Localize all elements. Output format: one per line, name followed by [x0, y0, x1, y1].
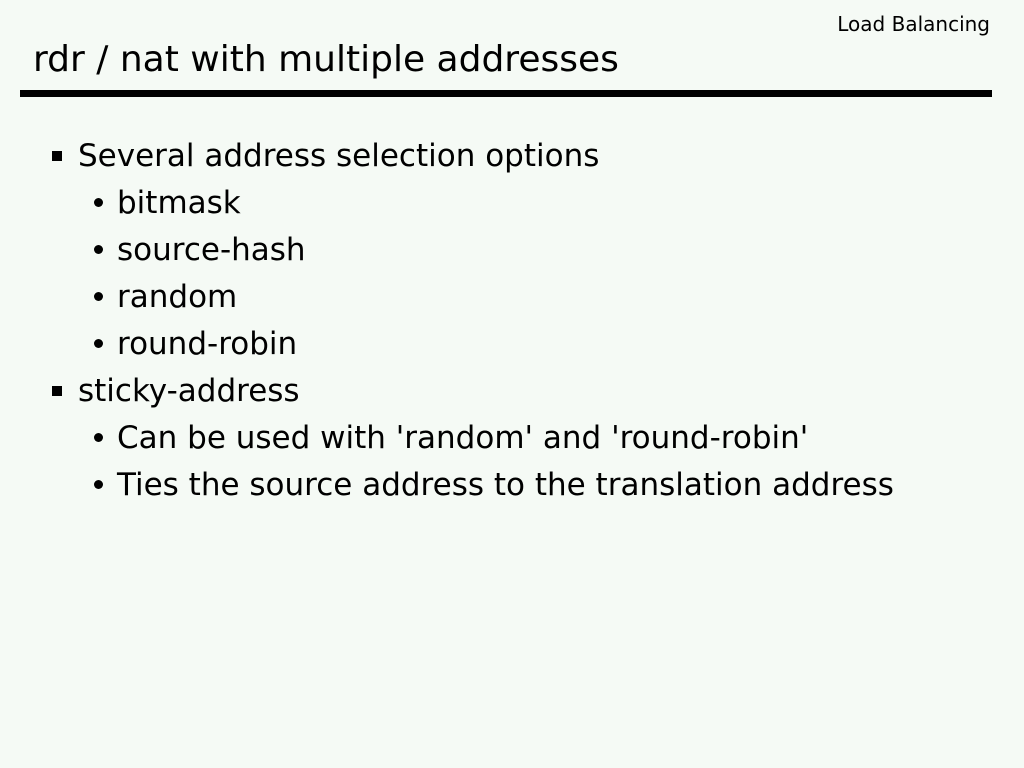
dot-bullet-icon [94, 198, 103, 207]
bullet-list: Several address selection options bitmas… [0, 132, 1024, 508]
dot-bullet-icon [94, 339, 103, 348]
list-item-text: Can be used with 'random' and 'round-rob… [117, 419, 809, 456]
square-bullet-icon [52, 385, 62, 396]
list-item: round-robin [0, 320, 1024, 367]
dot-bullet-icon [94, 480, 103, 489]
list-item: Several address selection options [0, 132, 1024, 179]
list-item-text: sticky-address [78, 372, 300, 409]
list-item-text: Several address selection options [78, 137, 600, 174]
list-item-text: source-hash [117, 231, 306, 268]
slide-title: rdr / nat with multiple addresses [33, 39, 619, 80]
list-item: source-hash [0, 226, 1024, 273]
list-item: random [0, 273, 1024, 320]
list-item: Ties the source address to the translati… [0, 461, 1024, 508]
title-divider-rule [20, 90, 992, 97]
list-item-text: random [117, 278, 238, 315]
list-item-text: bitmask [117, 184, 241, 221]
list-item: bitmask [0, 179, 1024, 226]
list-item-text: Ties the source address to the translati… [117, 466, 894, 503]
list-item: sticky-address [0, 367, 1024, 414]
corner-topic-label: Load Balancing [837, 12, 990, 36]
square-bullet-icon [52, 150, 62, 161]
list-item: Can be used with 'random' and 'round-rob… [0, 414, 1024, 461]
dot-bullet-icon [94, 245, 103, 254]
list-item-text: round-robin [117, 325, 298, 362]
dot-bullet-icon [94, 292, 103, 301]
dot-bullet-icon [94, 433, 103, 442]
